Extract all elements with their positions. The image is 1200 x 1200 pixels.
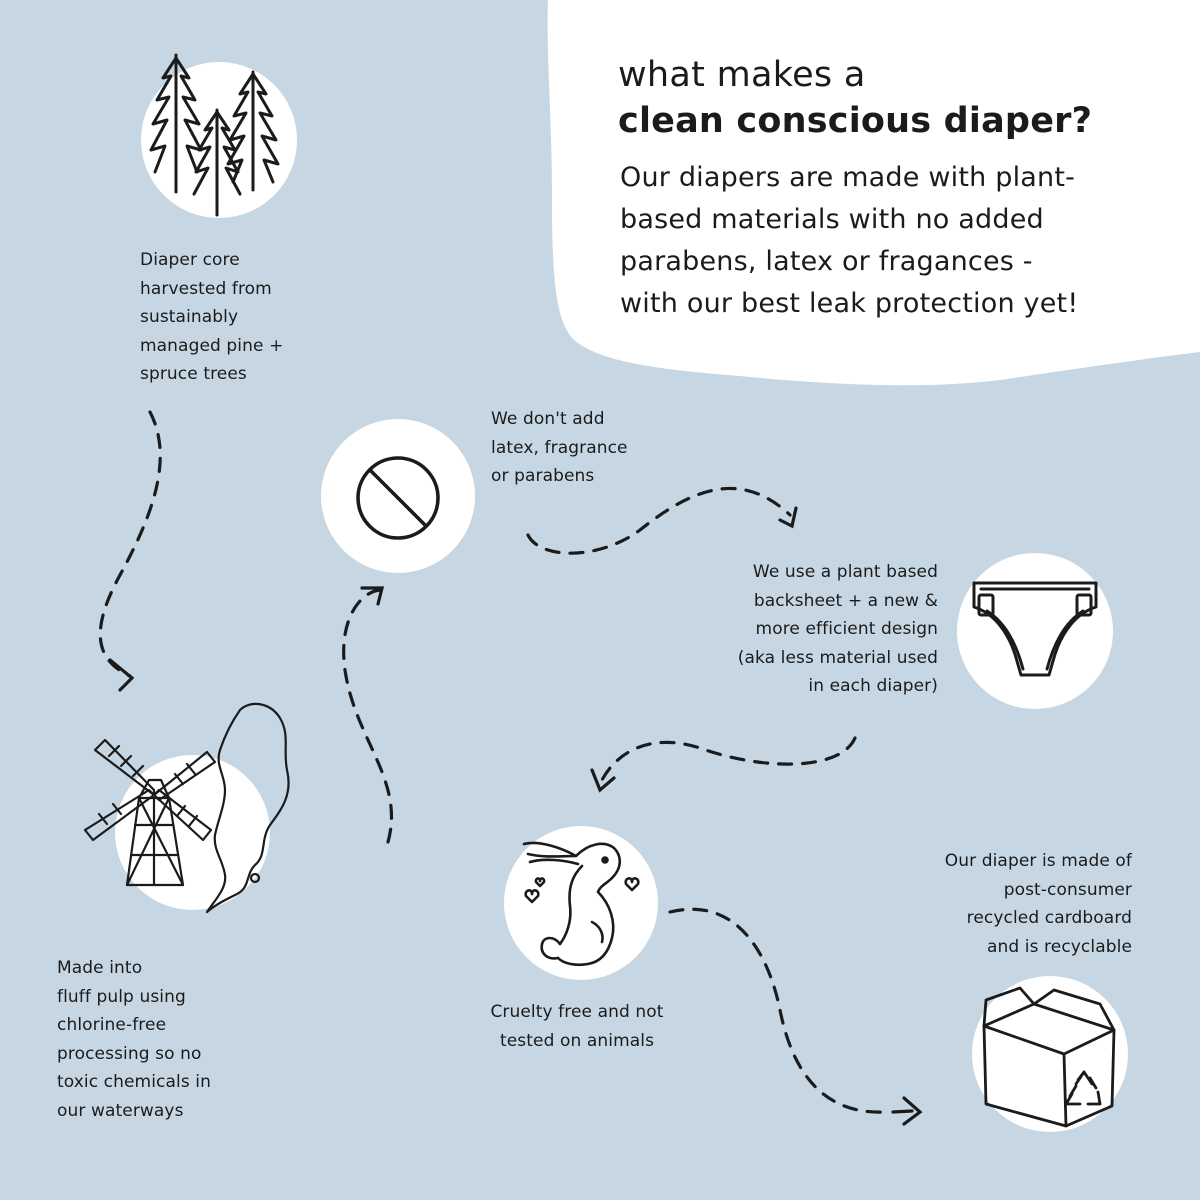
arrow-windmill-to-nosymbol [342,586,394,844]
step-box-caption: Our diaper is made of post-consumer recy… [944,851,1132,957]
headline-body: Our diapers are made with plant- based m… [620,162,1079,319]
arrow-trees-to-windmill [98,410,162,692]
arrow-bunny-to-box [668,907,923,1126]
no-symbol-icon [356,456,440,540]
diaper-circle [957,553,1113,709]
step-windmill-caption: Made into fluff pulp using chlorine-free… [57,958,211,1121]
pine-trees-icon [149,53,280,217]
headline-line1: what makes a [618,55,866,95]
step-diaper-caption: We use a plant based backsheet + a new &… [737,562,938,696]
diaper-icon [972,581,1098,677]
bunny-icon [522,841,640,967]
recycle-box-icon [982,986,1116,1128]
arrow-diaper-to-bunny [590,736,857,793]
step-trees-caption: Diaper core harvested from sustainably m… [140,250,284,384]
windmill-sweden-map-icon [83,702,290,914]
arrow-nosymbol-to-diaper [526,486,798,555]
step-nosymbol-caption: We don't add latex, fragrance or paraben… [491,409,628,486]
step-bunny-caption: Cruelty free and not tested on animals [490,1002,664,1051]
headline-line2: clean conscious diaper? [618,101,1093,141]
headline: what makes a clean conscious diaper? [618,52,1178,144]
